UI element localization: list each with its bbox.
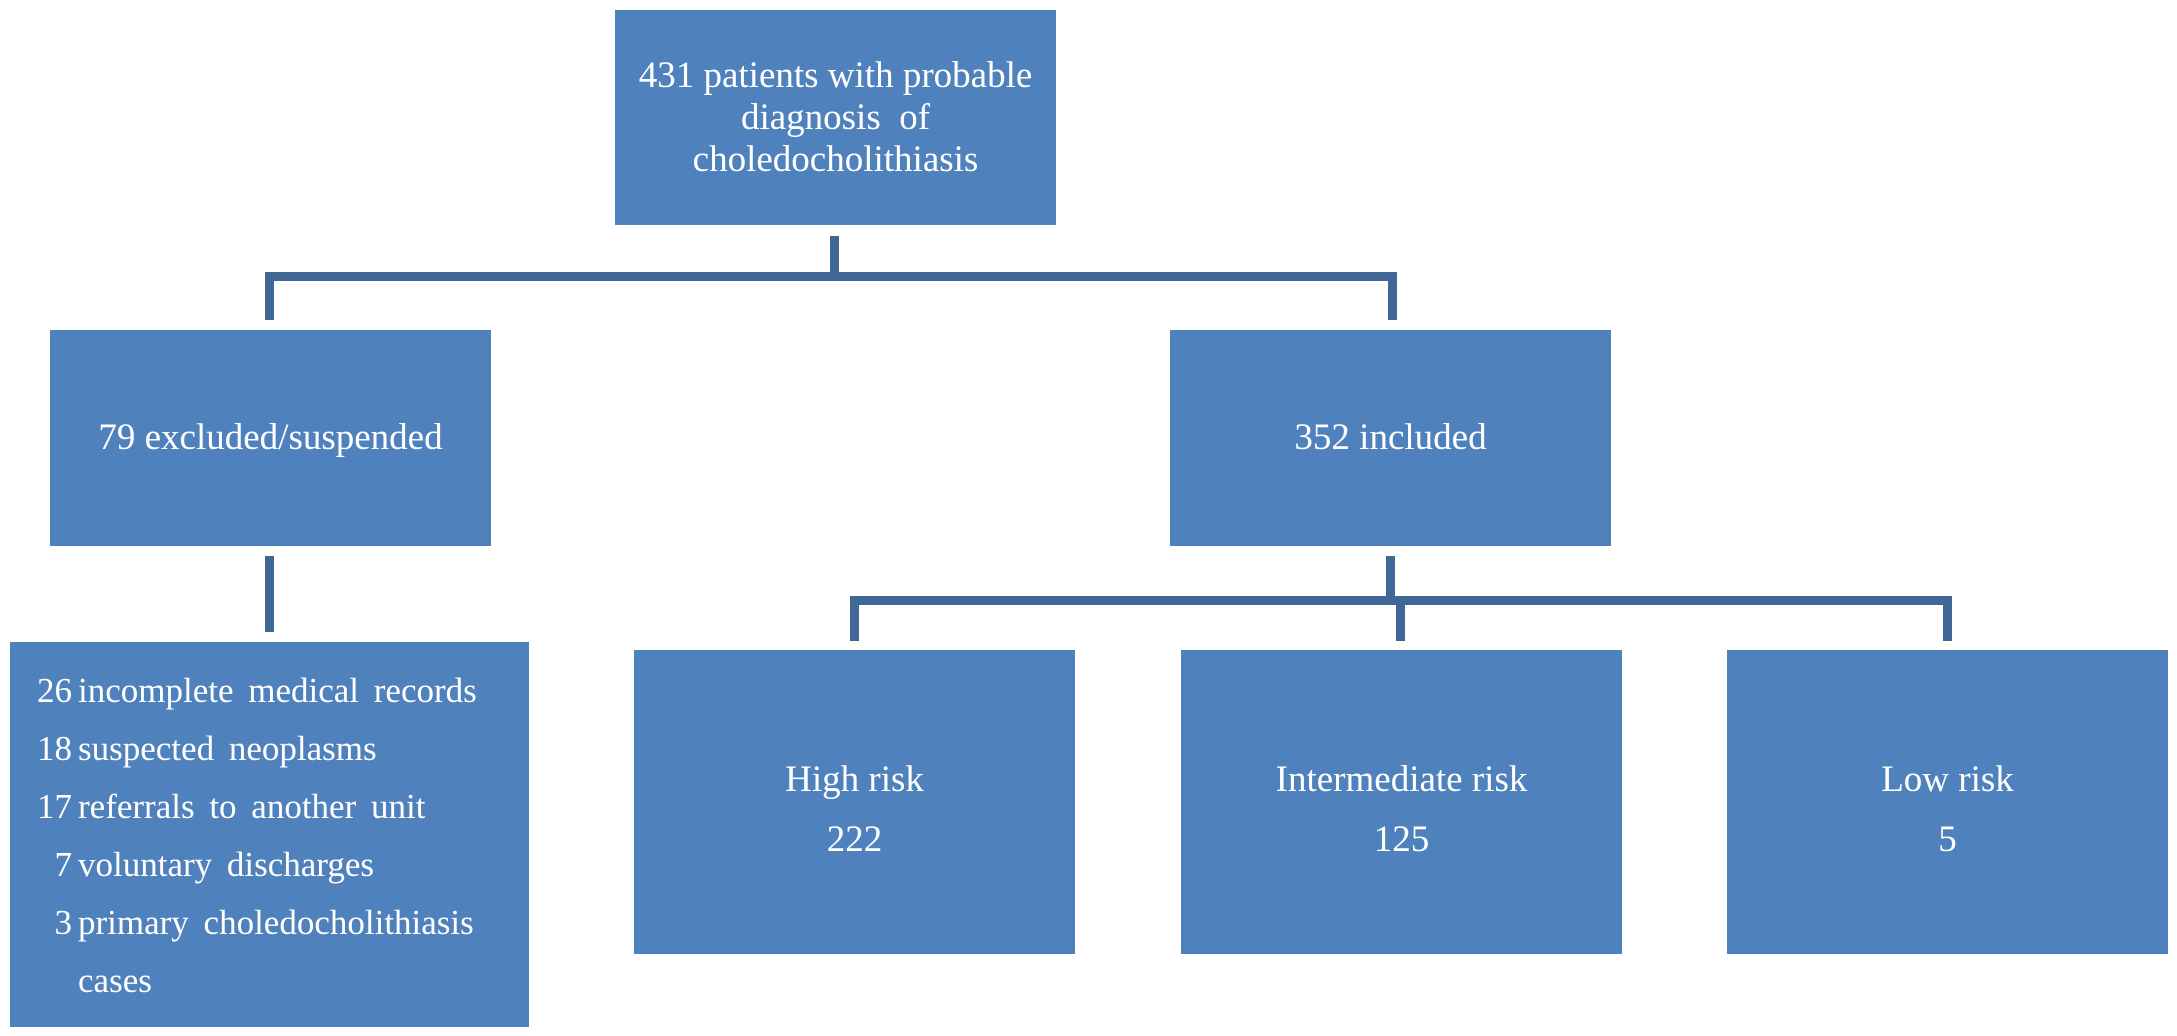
exclusion-reason-count: 3	[54, 903, 73, 942]
root-node-line-1: 431 patients with probable	[638, 54, 1033, 96]
exclusion-reason-item: 7 voluntary discharges	[20, 836, 519, 894]
intermediate-risk-box: Intermediate risk 125	[1181, 650, 1622, 954]
high-risk-value: 222	[826, 819, 883, 860]
exclusion-reason-count: 26	[37, 671, 72, 710]
connector-to-excluded	[265, 272, 274, 320]
connector-excluded-to-list	[265, 556, 274, 632]
high-risk-box: High risk 222	[634, 650, 1075, 954]
connector-to-intermediate-risk	[1396, 596, 1405, 641]
exclusion-reason-text: primary choledocholithiasis cases	[78, 903, 474, 1000]
root-node-line-3: choledocholithiasis	[692, 138, 979, 180]
exclusion-reason-count: 7	[54, 845, 73, 884]
exclusion-reason-count: 18	[37, 729, 72, 768]
exclusion-reason-text: referrals to another unit	[78, 787, 426, 826]
low-risk-value: 5	[1938, 819, 1957, 860]
high-risk-label: High risk	[785, 759, 924, 800]
exclusion-reason-item: 17 referrals to another unit	[20, 778, 519, 836]
exclusion-reason-count: 17	[37, 787, 72, 826]
connector-included-stem	[1386, 556, 1395, 600]
connector-root-horizontal	[265, 272, 1397, 281]
exclusion-reasons-box: 26 incomplete medical records 18 suspect…	[10, 642, 529, 1027]
connector-root-stem	[830, 236, 839, 276]
root-node-box: 431 patients with probable diagnosis of …	[615, 10, 1056, 225]
exclusion-reason-item: 3 primary choledocholithiasis cases	[20, 894, 519, 1010]
exclusion-reason-text: voluntary discharges	[78, 845, 374, 884]
intermediate-risk-value: 125	[1373, 819, 1430, 860]
included-node-label: 352 included	[1294, 417, 1487, 458]
low-risk-box: Low risk 5	[1727, 650, 2168, 954]
connector-to-high-risk	[850, 596, 859, 641]
low-risk-label: Low risk	[1881, 759, 2014, 800]
connector-to-low-risk	[1943, 596, 1952, 641]
intermediate-risk-label: Intermediate risk	[1275, 759, 1528, 800]
exclusion-reason-text: incomplete medical records	[78, 671, 477, 710]
exclusion-reason-text: suspected neoplasms	[78, 729, 377, 768]
excluded-node-box: 79 excluded/suspended	[50, 330, 491, 546]
connector-to-included	[1388, 272, 1397, 320]
excluded-node-label: 79 excluded/suspended	[98, 417, 443, 458]
root-node-line-2: diagnosis of	[740, 96, 931, 138]
exclusion-reason-item: 18 suspected neoplasms	[20, 720, 519, 778]
exclusion-reason-item: 26 incomplete medical records	[20, 662, 519, 720]
included-node-box: 352 included	[1170, 330, 1611, 546]
